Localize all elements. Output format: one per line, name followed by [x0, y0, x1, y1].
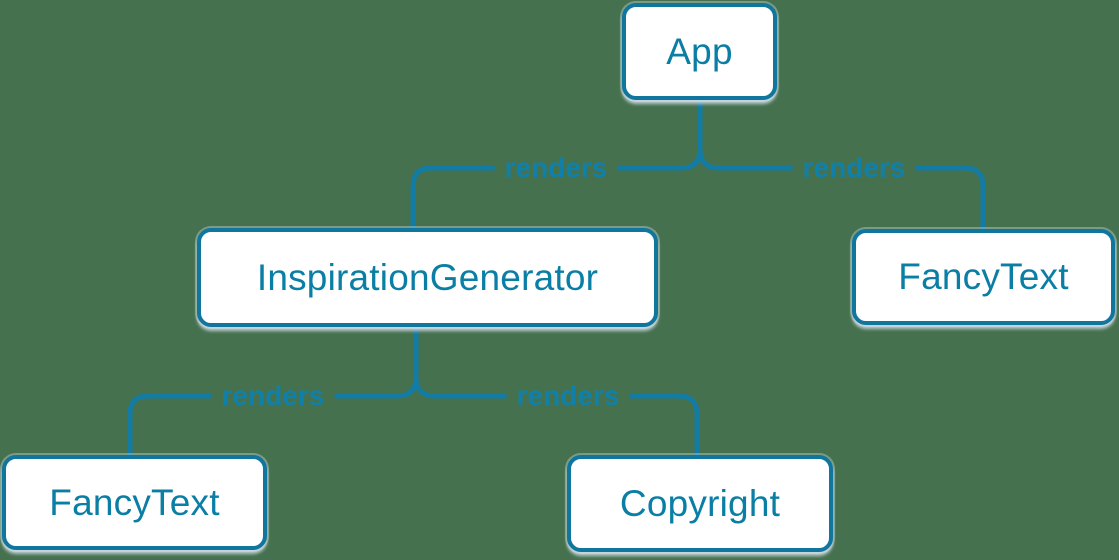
tree-node-fancy-text-top: FancyText	[852, 229, 1115, 325]
edge-label-renders-inspirationgenerator-fancytext: renders	[211, 379, 335, 413]
edge-inspirationgenerator-to-copyright	[413, 376, 700, 455]
edge-label-renders-app-fancytext: renders	[792, 151, 916, 185]
tree-node-fancy-text-bottom: FancyText	[2, 455, 267, 550]
tree-node-fancy-text-bottom-label: FancyText	[49, 481, 220, 523]
tree-node-inspiration-generator-label: InspirationGenerator	[256, 256, 599, 298]
tree-node-copyright-label: Copyright	[619, 482, 781, 524]
edge-app-to-fancytext	[697, 148, 986, 229]
tree-node-inspiration-generator: InspirationGenerator	[197, 228, 658, 327]
tree-node-app-label: App	[666, 30, 733, 72]
edge-label-renders-inspirationgenerator-copyright: renders	[506, 379, 630, 413]
tree-node-copyright: Copyright	[567, 455, 833, 552]
tree-node-app: App	[622, 3, 777, 100]
edge-label-renders-app-inspirationgenerator: renders	[494, 151, 618, 185]
tree-node-fancy-text-top-label: FancyText	[898, 256, 1069, 297]
